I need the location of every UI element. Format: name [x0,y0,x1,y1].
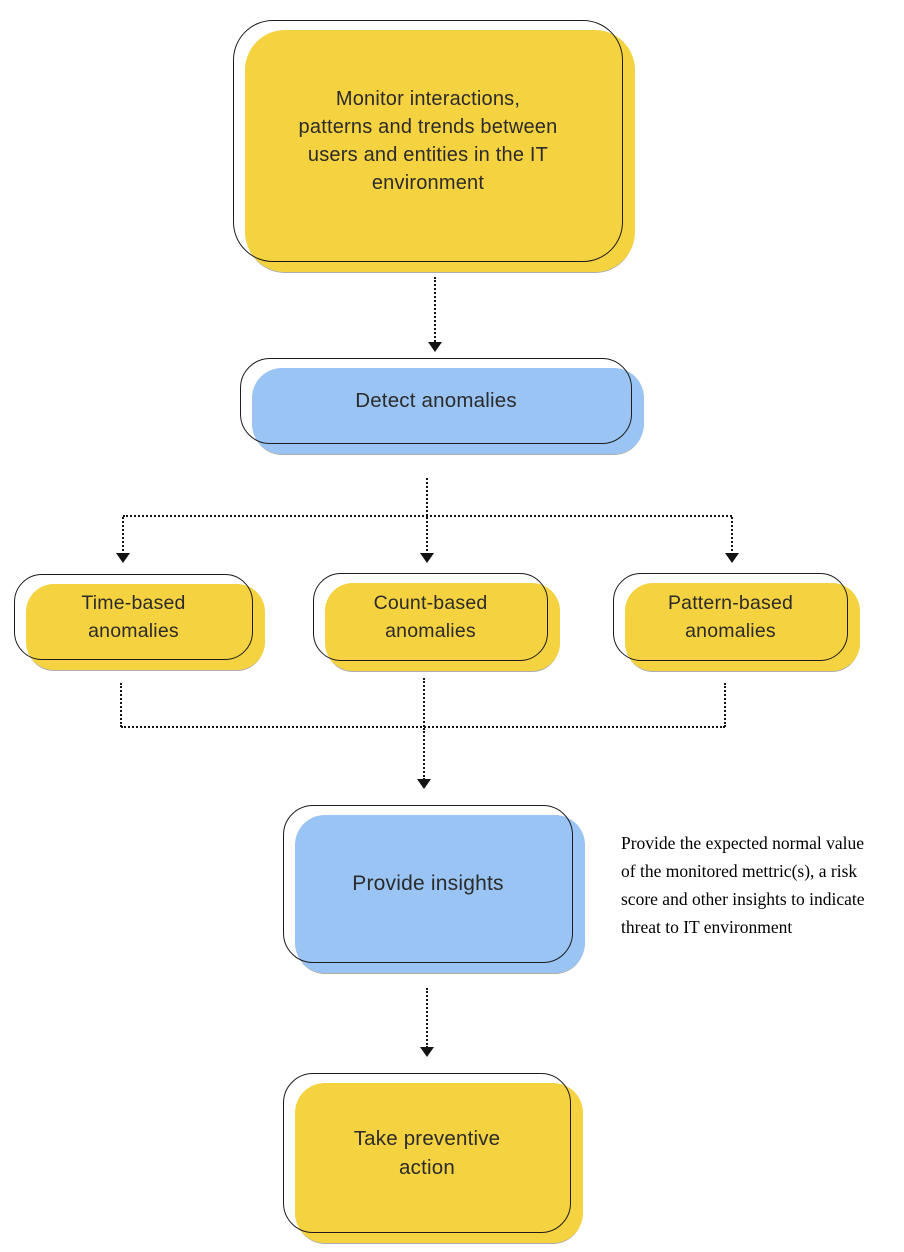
node-fill [295,815,585,973]
connector-converge-right [724,683,726,727]
node-outline: Pattern-based anomalies [613,573,848,661]
node-label-time: Time-based anomalies [81,592,186,642]
node-outline: Time-based anomalies [14,574,253,660]
flow-node-monitor: Monitor interactions, patterns and trend… [233,20,635,272]
node-outline: Take preventive action [283,1073,571,1233]
flow-node-pattern-based: Pattern-based anomalies [613,573,860,671]
arrowhead-icon [420,1047,434,1057]
node-label-action: Take preventive action [353,1127,501,1179]
node-label-insights: Provide insights [352,872,504,895]
connector-converge-middle [423,678,425,727]
node-outline: Count-based anomalies [313,573,548,661]
connector-converge-horizontal [121,726,725,728]
connector-branch-horizontal [123,515,732,517]
node-label-detect: Detect anomalies [355,389,517,412]
flow-node-detect-anomalies: Detect anomalies [240,358,644,454]
connector-branch-stem [426,478,428,516]
node-outline: Detect anomalies [240,358,632,444]
connector-converge-stem [423,728,425,780]
arrowhead-icon [417,779,431,789]
arrowhead-icon [725,553,739,563]
arrowhead-icon [420,553,434,563]
node-fill [252,368,644,454]
node-outline: Monitor interactions, patterns and trend… [233,20,623,262]
flow-node-time-based: Time-based anomalies [14,574,265,670]
connector-branch-right [731,517,733,555]
connector-monitor-to-detect [434,277,436,345]
connector-branch-middle [426,517,428,555]
flow-node-take-preventive-action: Take preventive action [283,1073,583,1243]
node-label-pattern: Pattern-based anomalies [667,592,794,642]
connector-branch-left [122,517,124,555]
node-fill [295,1083,583,1243]
arrowhead-icon [428,342,442,352]
connector-insights-to-action [426,988,428,1048]
node-outline: Provide insights [283,805,573,963]
arrowhead-icon [116,553,130,563]
node-label-monitor: Monitor interactions, patterns and trend… [298,88,558,194]
node-fill [245,30,635,272]
insights-annotation-text: Provide the expected normal value of the… [621,833,865,937]
connector-converge-left [120,683,122,727]
flow-node-provide-insights: Provide insights [283,805,585,973]
node-label-count: Count-based anomalies [373,592,488,642]
flow-node-count-based: Count-based anomalies [313,573,560,671]
